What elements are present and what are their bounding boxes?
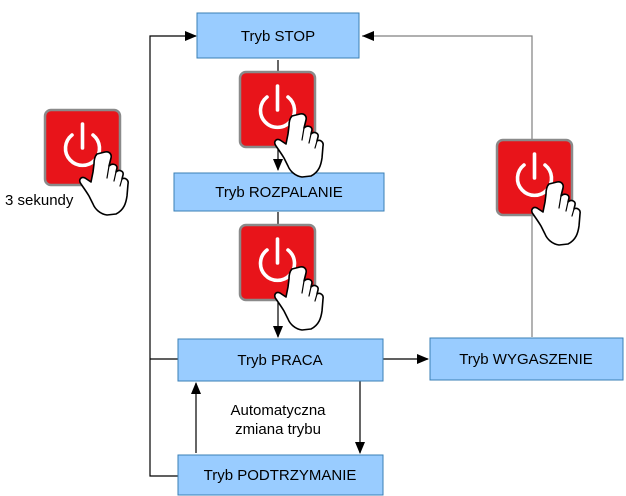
node-podtrzymanie-label: Tryb PODTRZYMANIE — [204, 467, 357, 484]
node-wygaszenie: Tryb WYGASZENIE — [429, 337, 624, 381]
node-podtrzymanie: Tryb PODTRZYMANIE — [177, 454, 384, 496]
node-rozpalanie-label: Tryb ROZPALANIE — [215, 184, 343, 201]
auto-change-label-line2: zmiana trybu — [235, 421, 321, 438]
arrow-podtrzymanie-to-stop — [149, 31, 197, 477]
arrow-wygaszenie-to-stop — [362, 35, 533, 337]
power-button-icon-rozpalanie — [238, 223, 325, 332]
power-button-icon-stop — [238, 70, 325, 179]
node-stop: Tryb STOP — [196, 12, 360, 59]
node-wygaszenie-label: Tryb WYGASZENIE — [459, 351, 593, 368]
node-stop-label: Tryb STOP — [241, 28, 315, 45]
node-praca: Tryb PRACA — [177, 338, 384, 382]
hold-time-label: 3 sekundy — [5, 192, 74, 209]
auto-change-label-line1: Automatyczna — [230, 402, 326, 419]
node-praca-label: Tryb PRACA — [237, 352, 322, 369]
node-rozpalanie: Tryb ROZPALANIE — [173, 172, 385, 212]
power-button-icon-wygaszenie — [495, 138, 582, 247]
